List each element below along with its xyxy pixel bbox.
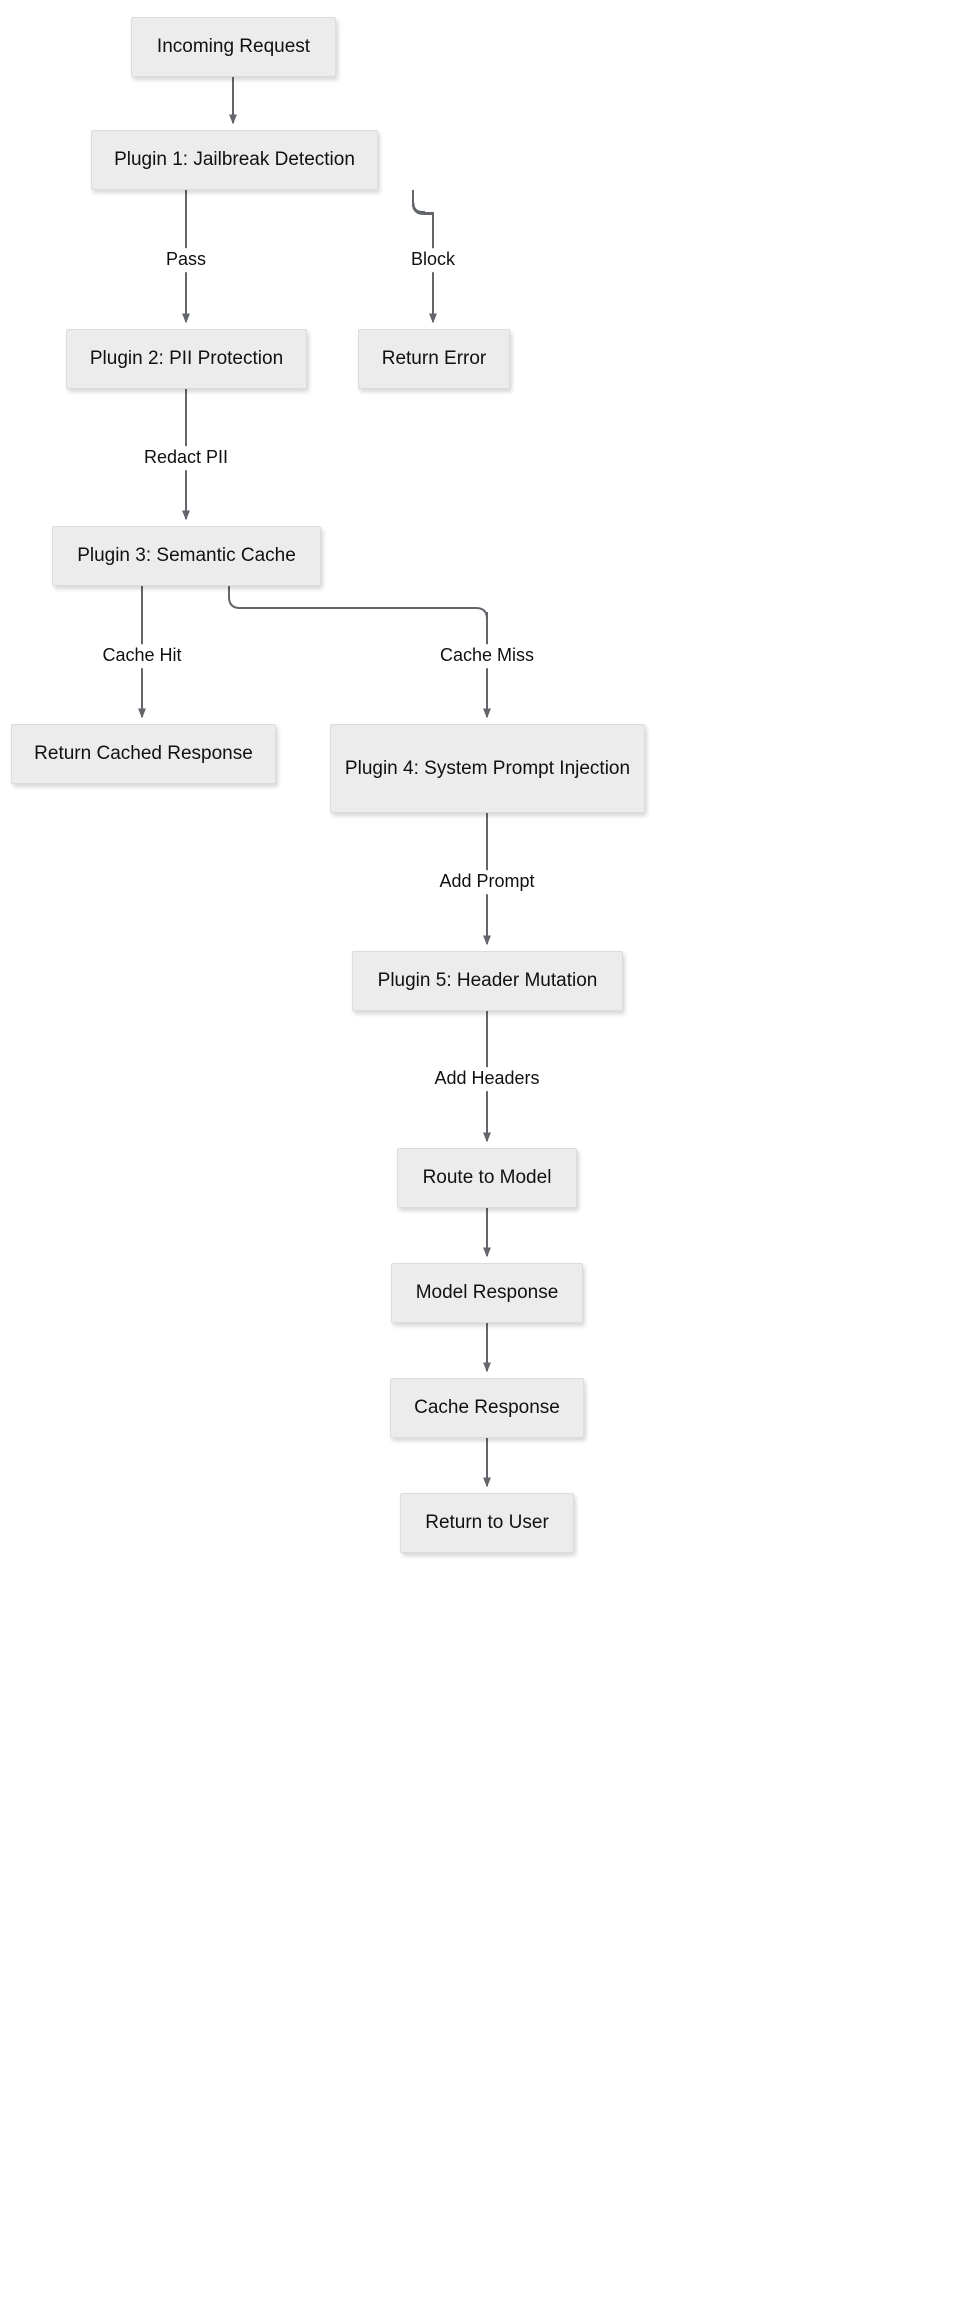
- node-plugin5-header-mutation[interactable]: Plugin 5: Header Mutation: [352, 951, 623, 1011]
- node-plugin1-jailbreak-detection[interactable]: Plugin 1: Jailbreak Detection: [91, 130, 378, 190]
- edge-label-cache-miss: Cache Miss: [434, 644, 540, 668]
- node-plugin4-label: Plugin 4: System Prompt Injection: [344, 757, 631, 779]
- node-model-response-label: Model Response: [415, 1282, 559, 1304]
- node-plugin1-label: Plugin 1: Jailbreak Detection: [114, 149, 355, 171]
- node-incoming-request-label: Incoming Request: [156, 36, 311, 58]
- node-plugin2-pii-protection[interactable]: Plugin 2: PII Protection: [66, 329, 307, 389]
- node-return-to-user-label: Return to User: [425, 1512, 549, 1534]
- edge-label-block: Block: [405, 248, 461, 272]
- node-plugin2-label: Plugin 2: PII Protection: [89, 348, 284, 370]
- node-plugin5-label: Plugin 5: Header Mutation: [377, 970, 598, 992]
- node-cache-response-label: Cache Response: [414, 1397, 560, 1419]
- node-route-to-model[interactable]: Route to Model: [397, 1148, 577, 1208]
- node-model-response[interactable]: Model Response: [391, 1263, 583, 1323]
- node-return-error-label: Return Error: [381, 348, 487, 370]
- node-plugin4-system-prompt-injection[interactable]: Plugin 4: System Prompt Injection: [330, 724, 645, 813]
- edge-block-elbow-path: [412, 190, 433, 214]
- node-route-to-model-label: Route to Model: [422, 1167, 552, 1189]
- edge-plugin3-cachemiss-elbow: [228, 585, 488, 621]
- node-plugin3-label: Plugin 3: Semantic Cache: [77, 545, 296, 567]
- edge-label-add-prompt: Add Prompt: [434, 870, 540, 894]
- edge-label-pass: Pass: [160, 248, 212, 272]
- node-plugin3-semantic-cache[interactable]: Plugin 3: Semantic Cache: [52, 526, 321, 586]
- node-return-error[interactable]: Return Error: [358, 329, 510, 389]
- edge-label-cache-hit: Cache Hit: [97, 644, 187, 668]
- node-incoming-request[interactable]: Incoming Request: [131, 17, 336, 77]
- edge-label-redact-pii: Redact PII: [138, 446, 234, 470]
- node-return-to-user[interactable]: Return to User: [400, 1493, 574, 1553]
- node-return-cached-response-label: Return Cached Response: [34, 743, 253, 765]
- node-cache-response[interactable]: Cache Response: [390, 1378, 584, 1438]
- node-return-cached-response[interactable]: Return Cached Response: [11, 724, 276, 784]
- edge-label-add-headers: Add Headers: [429, 1067, 545, 1091]
